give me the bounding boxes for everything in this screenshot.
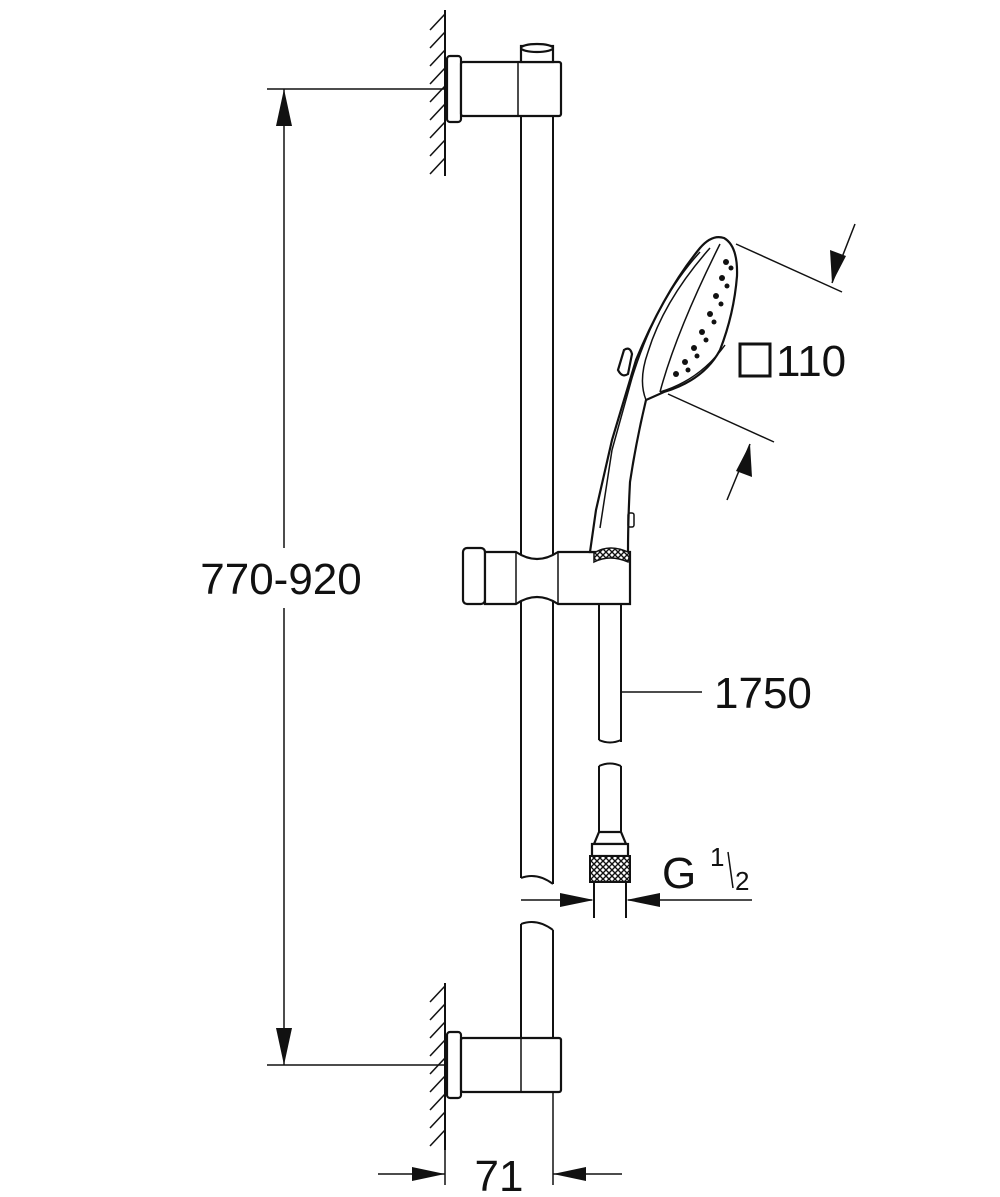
shower-hose-upper xyxy=(598,604,622,744)
square-symbol xyxy=(738,342,772,378)
bar-height-dimension xyxy=(267,88,445,1066)
hose-length-label: 1750 xyxy=(714,669,812,718)
shower-hose-lower xyxy=(589,762,631,918)
hand-shower xyxy=(588,236,739,564)
shower-rail-lower xyxy=(520,921,554,1040)
upper-wall-bracket xyxy=(445,54,563,124)
thread-letter: G xyxy=(662,849,696,898)
shower-rail-upper xyxy=(519,42,555,885)
head-size-dimension xyxy=(667,223,856,501)
thread-numerator: 1 xyxy=(710,842,724,872)
slider-holder xyxy=(461,546,632,606)
upper-wall-hatching xyxy=(429,10,446,176)
lower-wall-hatching xyxy=(429,983,446,1150)
thread-fraction-slash xyxy=(727,851,734,889)
thread-dimension xyxy=(521,893,752,907)
head-size-label: 110 xyxy=(776,337,846,386)
thread-denominator: 2 xyxy=(735,866,749,896)
wall-offset-label: 71 xyxy=(475,1152,524,1197)
lower-wall-bracket xyxy=(445,1030,563,1100)
bar-height-label: 770-920 xyxy=(200,555,361,604)
wall-offset-dimension xyxy=(378,1092,622,1185)
